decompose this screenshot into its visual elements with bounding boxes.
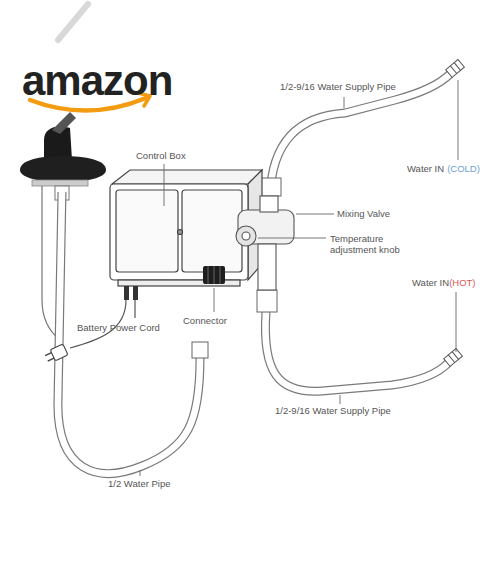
hot-pipe-nut bbox=[257, 290, 277, 312]
hot-pipe bbox=[265, 312, 449, 391]
hot-tag: (HOT) bbox=[449, 277, 475, 288]
cold-tag: (COLD) bbox=[447, 163, 480, 174]
plate-washer bbox=[32, 180, 88, 186]
cold-pipe bbox=[270, 74, 450, 196]
hot-end-fitting bbox=[444, 348, 463, 366]
leader-line bbox=[258, 238, 326, 239]
part-name: 1/2-9/16 Water Supply Pipe bbox=[275, 405, 391, 416]
leader-line bbox=[296, 214, 334, 215]
cold-pipe-outline bbox=[270, 74, 450, 196]
part-name: Water IN bbox=[412, 277, 449, 288]
cold-end-fitting bbox=[446, 59, 465, 77]
part-name: Control Box bbox=[136, 150, 186, 161]
leader-line bbox=[340, 395, 341, 404]
pipe-nut bbox=[192, 342, 208, 358]
part-name: Temperature adjustment knob bbox=[330, 233, 408, 256]
power-plug bbox=[44, 344, 68, 364]
leader-line bbox=[344, 97, 345, 108]
part-name: 1/2-9/16 Water Supply Pipe bbox=[280, 81, 396, 92]
part-name: Connector bbox=[183, 315, 227, 326]
faucet-spout bbox=[52, 112, 76, 134]
hot-pipe-outline bbox=[265, 312, 449, 391]
part-name: Water IN bbox=[407, 163, 444, 174]
leader-line bbox=[164, 164, 165, 206]
logo-watermark: amazon bbox=[22, 56, 172, 106]
leader-line bbox=[458, 80, 459, 160]
wire-plug bbox=[133, 286, 138, 300]
decor-stroke bbox=[58, 4, 88, 40]
part-name: Mixing Valve bbox=[337, 208, 390, 219]
mixing-valve bbox=[236, 196, 294, 290]
leader-line bbox=[214, 288, 215, 312]
leader-line bbox=[140, 470, 141, 476]
connector-nut bbox=[203, 266, 225, 284]
control-box bbox=[110, 170, 262, 286]
part-name: 1/2 Water Pipe bbox=[108, 478, 170, 489]
part-name: Battery Power Cord bbox=[77, 322, 160, 333]
wire-plug bbox=[124, 286, 129, 300]
leader-line bbox=[456, 292, 457, 352]
deck-plate bbox=[20, 156, 106, 182]
sensor-lead bbox=[134, 300, 135, 318]
temperature-knob bbox=[236, 226, 256, 246]
